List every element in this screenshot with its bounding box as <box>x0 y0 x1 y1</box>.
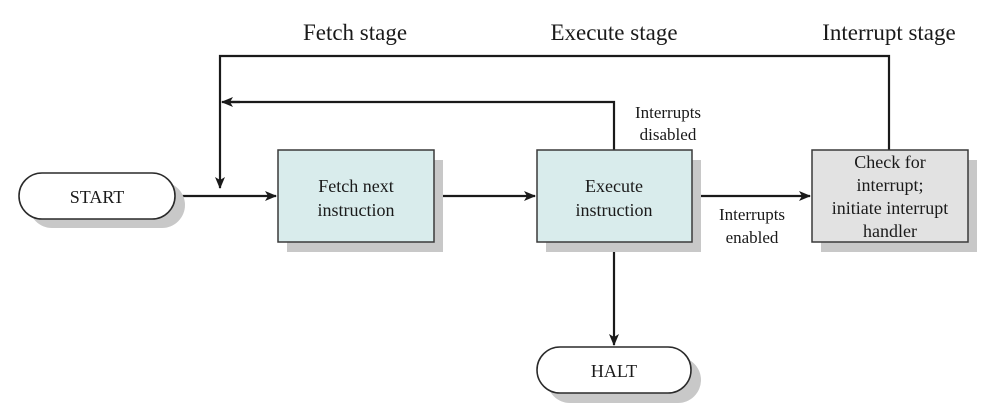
check-label-line-2: interrupt; <box>857 175 924 195</box>
check-label-line-4: handler <box>863 221 917 241</box>
fetch-label-line-2: instruction <box>318 200 395 220</box>
execute-label-line-2: instruction <box>576 200 653 220</box>
execute-label-line-1: Execute <box>585 176 643 196</box>
start-node: START <box>18 172 185 228</box>
interrupt-stage-label: Interrupt stage <box>822 20 955 45</box>
execute-node: Execute instruction <box>536 149 701 252</box>
interrupt-return-line <box>215 54 891 189</box>
check-interrupt-node: Check for interrupt; initiate interrupt … <box>811 149 977 252</box>
fetch-node: Fetch next instruction <box>277 149 443 252</box>
fetch-label-line-1: Fetch next <box>318 176 393 196</box>
check-label-line-3: initiate interrupt <box>832 198 948 218</box>
interrupts-disabled-label-line-1: Interrupts <box>635 103 701 122</box>
interrupts-enabled-label-line-1: Interrupts <box>719 205 785 224</box>
start-label: START <box>70 187 124 207</box>
check-label-line-1: Check for <box>854 152 925 172</box>
execute-stage-label: Execute stage <box>550 20 677 45</box>
halt-node: HALT <box>536 346 701 403</box>
interrupts-disabled-label-line-2: disabled <box>640 125 697 144</box>
interrupts-enabled-label-line-2: enabled <box>726 228 779 247</box>
halt-label: HALT <box>591 361 637 381</box>
fetch-stage-label: Fetch stage <box>303 20 407 45</box>
interrupts-disabled-line <box>224 100 616 150</box>
